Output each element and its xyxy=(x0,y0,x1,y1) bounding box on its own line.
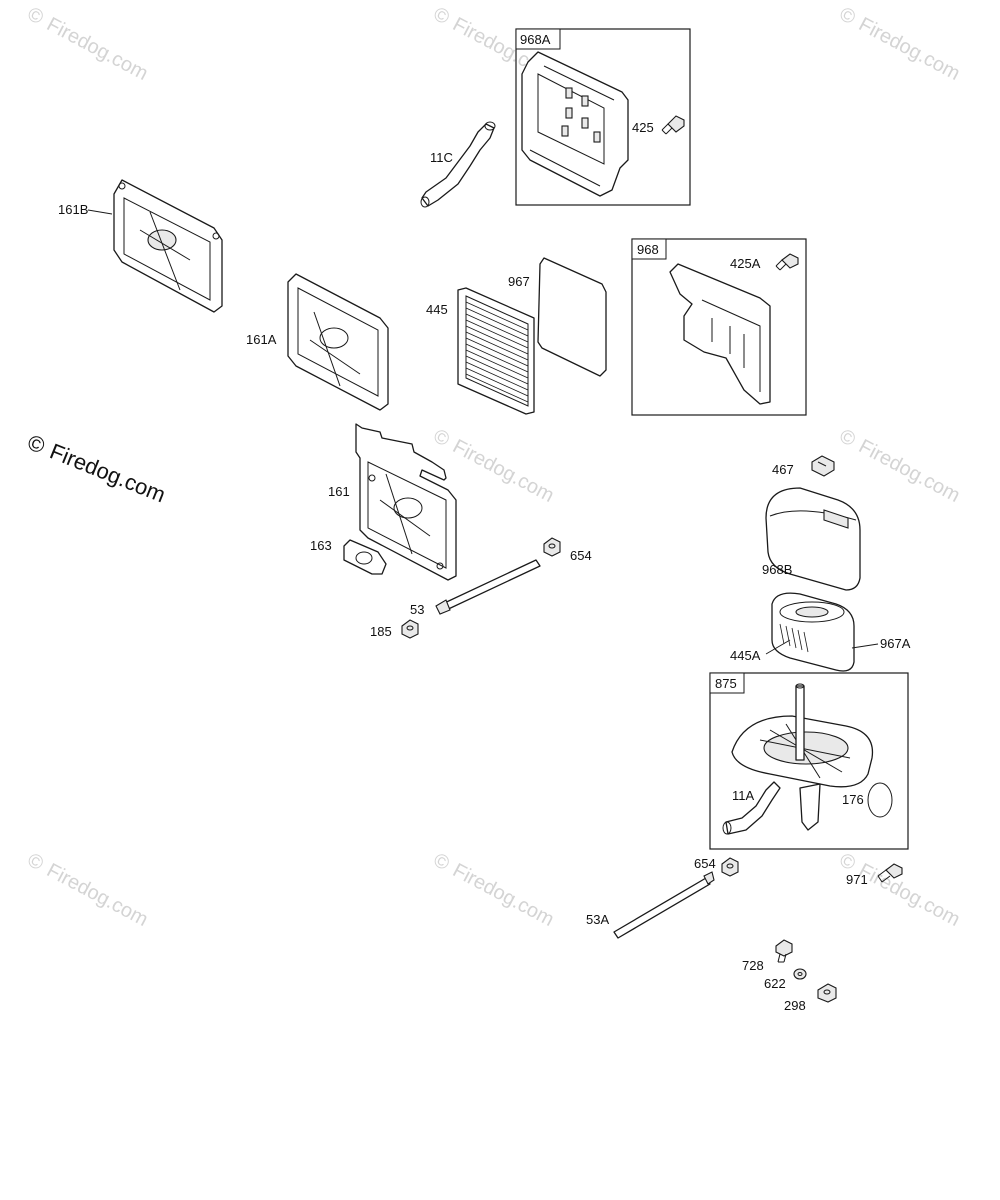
part-968B-cover xyxy=(765,487,861,591)
label-967A: 967A xyxy=(880,636,911,651)
label-654-lower: 654 xyxy=(694,856,716,871)
label-53: 53 xyxy=(410,602,424,617)
part-968-cover xyxy=(669,263,771,405)
filter-pleats xyxy=(465,301,529,403)
part-53-stud xyxy=(435,559,541,615)
label-161A: 161A xyxy=(246,332,277,347)
label-298: 298 xyxy=(784,998,806,1013)
kit-968A[interactable]: 968A 425 xyxy=(515,28,691,206)
watermark-copyright-dark: © xyxy=(24,429,48,458)
label-161B: 161B xyxy=(58,202,88,217)
watermark-text-dark: Firedog.com xyxy=(46,438,169,507)
label-425A: 425A xyxy=(730,256,761,271)
label-185: 185 xyxy=(370,624,392,639)
kit-label-968A: 968A xyxy=(520,32,551,47)
kit-875[interactable]: 875 11A 176 xyxy=(709,672,909,850)
part-467-knob xyxy=(811,455,835,477)
label-176: 176 xyxy=(842,792,864,807)
label-425: 425 xyxy=(632,120,654,135)
label-445A: 445A xyxy=(730,648,761,663)
label-467: 467 xyxy=(772,462,794,477)
part-654-nut-lower xyxy=(721,857,739,877)
watermark-copyright: © xyxy=(430,425,454,451)
part-967A-element xyxy=(771,592,855,672)
part-161B-cover xyxy=(113,179,223,313)
part-425A-screw xyxy=(775,253,799,271)
label-11A: 11A xyxy=(732,788,754,803)
label-445: 445 xyxy=(426,302,448,317)
part-971-screw xyxy=(877,863,903,883)
watermark-copyright: © xyxy=(836,425,860,451)
label-654-upper: 654 xyxy=(570,548,592,563)
part-967-precleaner xyxy=(537,257,607,377)
part-298-nut xyxy=(817,983,837,1003)
part-176-oring xyxy=(867,782,893,818)
watermark-text: Firedog.com xyxy=(855,13,963,85)
label-728: 728 xyxy=(742,958,764,973)
part-622-washer xyxy=(793,968,807,980)
part-445A-pleats xyxy=(779,623,809,653)
part-11A-hose xyxy=(722,781,781,835)
part-161A-cover xyxy=(287,273,389,411)
watermark-copyright: © xyxy=(430,849,454,875)
part-654-nut-upper xyxy=(543,537,561,557)
part-445-filter xyxy=(457,287,535,415)
part-968A-cover xyxy=(521,51,629,197)
watermark-text: Firedog.com xyxy=(43,13,151,85)
part-11C-hose xyxy=(420,121,496,208)
kit-label-968: 968 xyxy=(637,242,659,257)
part-185-nut xyxy=(401,619,419,639)
watermark-text: Firedog.com xyxy=(855,859,963,931)
part-425-screw xyxy=(661,115,685,135)
part-53A-stud xyxy=(613,871,715,939)
watermark-copyright: © xyxy=(24,849,48,875)
watermark-text: Firedog.com xyxy=(855,435,963,507)
part-728-screw xyxy=(775,939,793,963)
part-161-cover xyxy=(355,423,457,581)
watermark-text: Firedog.com xyxy=(43,859,151,931)
kit-968[interactable]: 968 425A xyxy=(631,238,807,416)
label-11C: 11C xyxy=(430,150,453,165)
label-161: 161 xyxy=(328,484,350,499)
watermark-copyright: © xyxy=(430,3,454,29)
part-163-gasket xyxy=(343,539,387,575)
label-163: 163 xyxy=(310,538,332,553)
watermark-text: Firedog.com xyxy=(449,435,557,507)
label-53A: 53A xyxy=(586,912,609,927)
watermark-copyright: © xyxy=(24,3,48,29)
part-875-base xyxy=(731,683,874,831)
label-971: 971 xyxy=(846,872,868,887)
label-622: 622 xyxy=(764,976,786,991)
watermark-text: Firedog.com xyxy=(449,859,557,931)
label-967: 967 xyxy=(508,274,530,289)
watermark-copyright: © xyxy=(836,3,860,29)
kit-label-875: 875 xyxy=(715,676,737,691)
label-968B: 968B xyxy=(762,562,792,577)
